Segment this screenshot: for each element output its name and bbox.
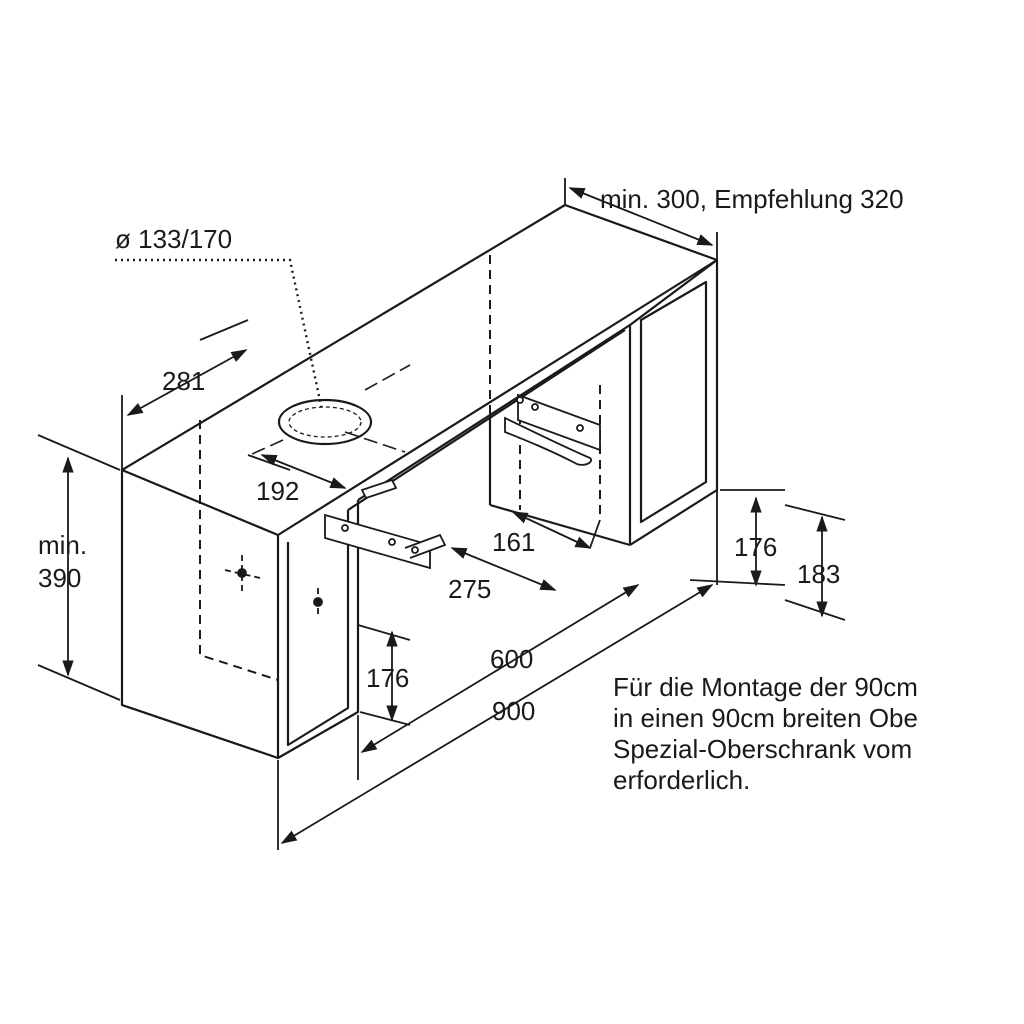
- width-900-label: 900: [492, 696, 535, 726]
- dim-176-left-label: 176: [366, 663, 409, 693]
- dim-161-label: 161: [492, 527, 535, 557]
- note-line: in einen 90cm breiten Obe: [613, 703, 918, 733]
- duct-leader: [115, 258, 324, 411]
- width-600-label: 600: [490, 644, 533, 674]
- dim-176-right-label: 176: [734, 532, 777, 562]
- height-390-label: 390: [38, 563, 81, 593]
- dim-183-label: 183: [797, 559, 840, 589]
- mounting-bracket-right: [504, 393, 601, 466]
- depth-top-label: min. 300, Empfehlung 320: [600, 184, 904, 214]
- duct-diameter-label: ø 133/170: [115, 224, 232, 254]
- dim-275-label: 275: [448, 574, 491, 604]
- note-line: Für die Montage der 90cm: [613, 672, 918, 702]
- mounting-bracket-left: [324, 478, 447, 570]
- note-line: erforderlich.: [613, 765, 751, 795]
- screw-markers: [224, 555, 323, 618]
- duct-opening: [249, 364, 411, 456]
- note-line: Spezial-Oberschrank vom: [613, 734, 913, 764]
- dim-281-label: 281: [162, 366, 205, 396]
- installation-note: Für die Montage der 90cm in einen 90cm b…: [613, 672, 1003, 796]
- hidden-edges: [199, 255, 601, 681]
- height-min-label: min.: [38, 530, 87, 560]
- dimension-lines: [37, 178, 846, 850]
- dim-192-label: 192: [256, 476, 299, 506]
